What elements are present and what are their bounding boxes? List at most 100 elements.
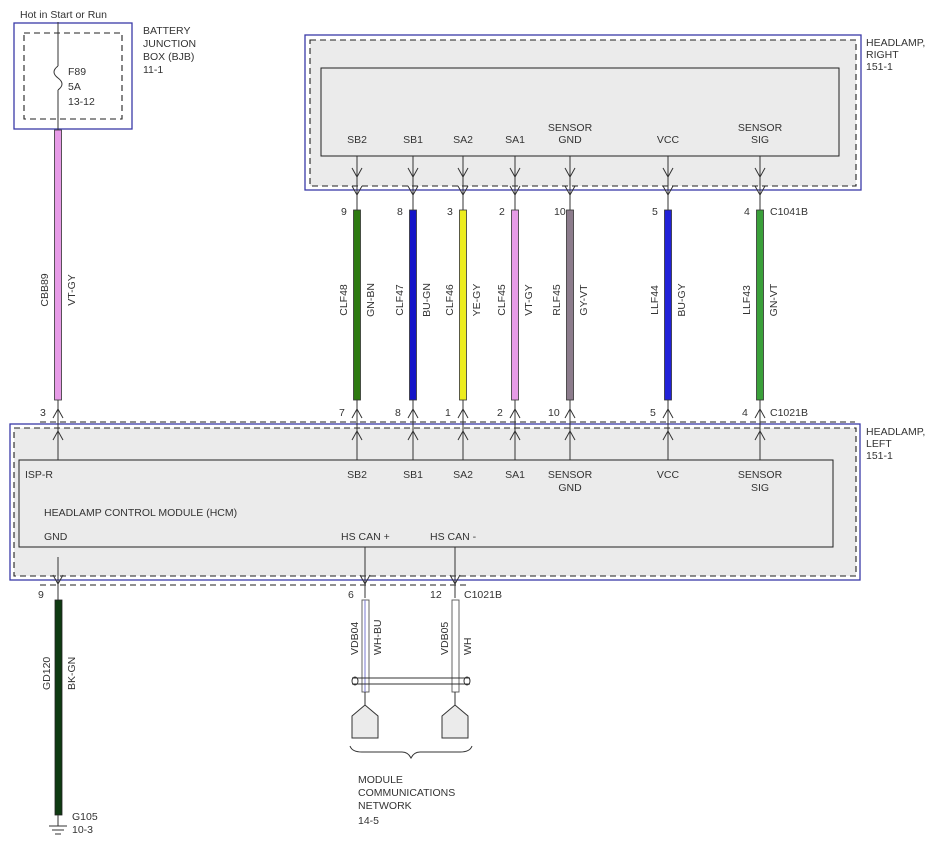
ground-circuit: 9 GD120 BK-GN G105 10-3 <box>38 557 98 836</box>
wire-sb2-top-pin-number: 9 <box>341 206 347 218</box>
hcm-title: HEADLAMP CONTROL MODULE (HCM) <box>44 507 237 519</box>
wire-sb1-bottom-pin-name: SB1 <box>403 469 423 481</box>
wire-sb2-circuit: CLF48 <box>338 284 350 316</box>
wire-sb2-bottom-pin-name: SB2 <box>347 469 367 481</box>
fuse-rating: 5A <box>68 81 81 93</box>
wire-sa2-top-pin-icon-2 <box>457 185 469 197</box>
ground-pin-icon <box>52 574 64 586</box>
wire-vcc-color-code: BU-GY <box>676 283 688 316</box>
wire-sa2-circuit: CLF46 <box>444 284 456 316</box>
wire-ssig-top-pin-name: SENSOR <box>738 122 783 134</box>
wire-ssig-top-pin-icon <box>754 167 766 179</box>
wire-sb1-bottom-pin-number: 8 <box>395 407 401 419</box>
hcm-module <box>18 459 834 548</box>
wire-sa1-top-pin-icon <box>509 167 521 179</box>
can-plus-pin-number: 6 <box>348 589 354 601</box>
wire-vcc-top-pin-number: 5 <box>652 206 658 218</box>
can-minus-pin-icon <box>449 574 461 586</box>
wire-ssig <box>756 209 764 401</box>
can-plus-pin-icon <box>359 574 371 586</box>
wire-sb2 <box>353 209 361 401</box>
headlamp-left-ref: 151-1 <box>866 450 893 462</box>
wire-sa2-bottom-pin-name: SA2 <box>453 469 473 481</box>
wire-isp-circuit: CBB89 <box>39 273 51 306</box>
wire-sa2-bottom-pin-icon <box>457 407 469 419</box>
can-minus-circuit: VDB05 <box>439 622 451 655</box>
wire-isp-color-code: VT-GY <box>66 274 78 306</box>
wire-vcc-top-pin-name: VCC <box>657 134 680 146</box>
wire-sb1-top-pin-icon <box>407 167 419 179</box>
wire-vcc-bottom-pin-icon <box>662 407 674 419</box>
wire-sb1-circuit: CLF47 <box>394 284 406 316</box>
bjb-title-2: JUNCTION <box>143 38 196 50</box>
fuse-icon <box>53 65 63 91</box>
wire-vcc-bottom-pin-name: VCC <box>657 469 680 481</box>
wire-sgnd-top-pin-name: SENSOR <box>548 122 593 134</box>
wire-sa1-bottom-pin-number: 2 <box>497 407 503 419</box>
wire-sb1 <box>409 209 417 401</box>
wire-vcc <box>664 209 672 401</box>
wire-sgnd-color-code: GY-VT <box>578 284 590 316</box>
hcm-gnd-pin: GND <box>44 531 68 543</box>
wire-sb2-top-pin-icon-2 <box>351 185 363 197</box>
wire-sa2-top-pin-icon <box>457 167 469 179</box>
wire-ssig-bottom-pin-icon <box>754 407 766 419</box>
wire-sa2-bottom-pin-icon-2 <box>457 429 469 441</box>
wire-vcc-top-pin-icon-2 <box>662 185 674 197</box>
wire-sgnd-top-pin-name: GND <box>558 134 582 146</box>
power-label: Hot in Start or Run <box>20 9 107 21</box>
wire-sb1-top-pin-name: SB1 <box>403 134 423 146</box>
wire-sb1-color-code: BU-GN <box>421 283 433 317</box>
can-minus-color: WH <box>462 638 474 656</box>
fuse-name: F89 <box>68 66 86 78</box>
ground-pin-number: 9 <box>38 589 44 601</box>
bjb-ref: 11-1 <box>143 64 163 76</box>
hcm-can-plus-pin: HS CAN + <box>341 531 390 543</box>
wire-ssig-bottom-pin-number: 4 <box>742 407 748 419</box>
headlamp-left-box <box>9 423 861 581</box>
wire-sgnd-top-pin-number: 10 <box>554 206 566 218</box>
wire-sgnd-top-pin-icon-2 <box>564 185 576 197</box>
ground-wire-color: BK-GN <box>66 657 78 690</box>
headlamp-right-box <box>304 34 862 191</box>
hcm-isp-pin: ISP-R <box>25 469 53 481</box>
wire-sb1-bottom-pin-icon <box>407 407 419 419</box>
wire-sa1-top-pin-number: 2 <box>499 206 505 218</box>
wire-ssig-bottom-pin-name-2: SIG <box>751 482 769 494</box>
network-title-2: COMMUNICATIONS <box>358 787 455 799</box>
wire-sgnd <box>566 209 574 401</box>
wire-sa2-bottom-pin-number: 1 <box>445 407 451 419</box>
can-plus-color: WH-BU <box>372 619 384 655</box>
network-title-1: MODULE <box>358 774 403 786</box>
connector-left-label: C1021B <box>770 407 808 419</box>
wire-sb2-bottom-pin-icon-2 <box>351 429 363 441</box>
ground-point: G105 <box>72 811 98 823</box>
wire-isp-bottom-pin-number: 3 <box>40 407 46 419</box>
wire-vcc-bottom-pin-number: 5 <box>650 407 656 419</box>
twisted-pair-end-right <box>463 676 471 686</box>
wire-sb1-bottom-pin-icon-2 <box>407 429 419 441</box>
bjb-title-1: BATTERY <box>143 25 190 37</box>
headlamp-right-module <box>320 67 840 157</box>
wire-ssig-color-code: GN-VT <box>768 283 780 316</box>
wire-ssig-bottom-pin-name: SENSOR <box>738 469 783 481</box>
wire-ssig-top-pin-name: SIG <box>751 134 769 146</box>
wire-ssig-bottom-pin-icon-2 <box>754 429 766 441</box>
wire-sa1-circuit: CLF45 <box>496 284 508 316</box>
headlamp-left-title-2: LEFT <box>866 438 892 450</box>
wire-sb2-bottom-pin-icon <box>351 407 363 419</box>
hcm-can-minus-pin: HS CAN - <box>430 531 477 543</box>
wire-sb2-top-pin-icon <box>351 167 363 179</box>
can-minus-pin-number: 12 <box>430 589 442 601</box>
wire-vcc-bottom-pin-icon-2 <box>662 429 674 441</box>
wire-sa1-bottom-pin-icon-2 <box>509 429 521 441</box>
wire-sgnd-top-pin-icon <box>564 167 576 179</box>
wire-isp <box>54 129 62 401</box>
ground-ref: 10-3 <box>72 824 93 836</box>
wire-sgnd-bottom-pin-number: 10 <box>548 407 560 419</box>
connector-right-label: C1041B <box>770 206 808 218</box>
wire-sa2 <box>459 209 467 401</box>
wire-ssig-circuit: LLF43 <box>741 285 753 315</box>
